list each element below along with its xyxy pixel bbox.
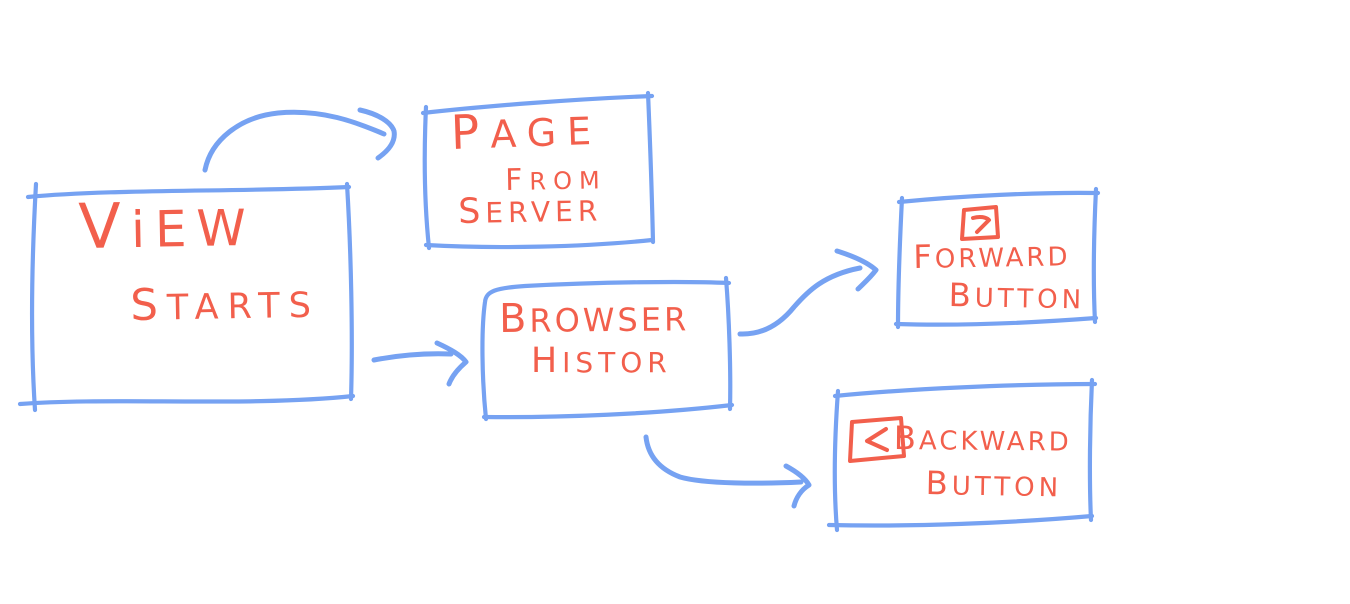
browser-history-label-line1: BROWSER [498,295,690,342]
edge-view-to-page-arrow [202,107,397,173]
arrowhead-icon [357,107,397,161]
page-from-server-label-line1: PAGE [449,104,603,161]
forward-button-label-line1: FORWARD [912,237,1071,276]
page-from-server-label-line2: FROM [504,162,607,198]
edge-browser-to-forward-arrow [737,248,879,337]
arrowhead-icon [834,248,879,292]
node-view-starts-outline [17,181,356,413]
edge-view-to-browser-arrow [371,340,469,387]
backward-button-label-line1: BACKWARD [893,419,1072,458]
browser-history-label-line2: HISTOR [531,341,672,381]
node-page-from-server-outline [420,90,656,251]
back-arrow-icon [848,416,906,463]
node-browser-history-outline [480,275,735,422]
arrowhead-icon [434,340,469,387]
page-from-server-label-line3: SERVER [457,191,603,232]
backward-button-label-line2: BUTTON [925,464,1063,504]
edge-browser-to-backward-arrow [643,434,812,509]
node-forward-button-outline [893,186,1101,330]
view-starts-label-line2: STARTS [129,280,321,331]
node-backward-button-outline [826,377,1098,533]
view-starts-label-line1: ViEW [77,189,257,263]
forward-button-label-line2: BUTTON [948,276,1086,316]
forward-arrow-icon [960,205,1000,241]
arrowhead-icon [783,463,812,509]
